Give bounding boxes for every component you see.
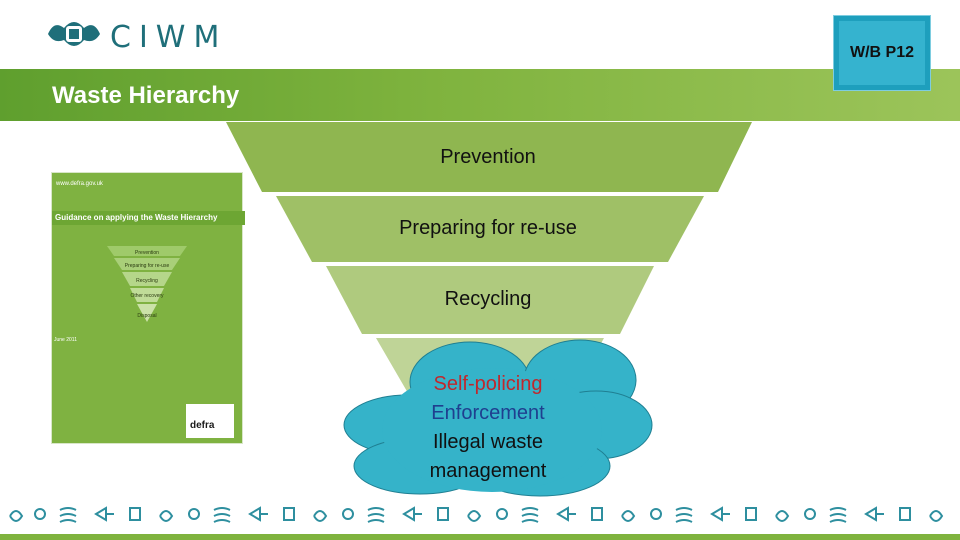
fish-icon — [558, 508, 576, 520]
cloud-line-management: management — [395, 457, 581, 486]
wave-icon — [368, 508, 384, 522]
footer-icons — [10, 508, 942, 522]
leaf-icon — [930, 511, 942, 521]
decorative-icon-band — [0, 494, 960, 540]
wave-icon — [214, 508, 230, 522]
sun-icon — [805, 509, 815, 519]
leaf-icon — [160, 511, 172, 521]
bin-icon — [130, 508, 140, 520]
bin-icon — [746, 508, 756, 520]
tier-prevention-label: Prevention — [338, 146, 638, 169]
sun-icon — [189, 509, 199, 519]
wave-icon — [60, 508, 76, 522]
leaf-icon — [314, 511, 326, 521]
wave-icon — [830, 508, 846, 522]
sun-icon — [35, 509, 45, 519]
wave-icon — [522, 508, 538, 522]
leaf-icon — [622, 511, 634, 521]
bin-icon — [592, 508, 602, 520]
fish-icon — [712, 508, 730, 520]
tier-recycling-label: Recycling — [338, 288, 638, 311]
sun-icon — [343, 509, 353, 519]
leaf-icon — [10, 511, 22, 521]
cloud-line-enforcement: Enforcement — [395, 399, 581, 428]
sun-icon — [497, 509, 507, 519]
fish-icon — [866, 508, 884, 520]
cloud-line-self-policing: Self-policing — [395, 370, 581, 399]
bin-icon — [284, 508, 294, 520]
cloud-line-illegal-waste: Illegal waste — [395, 428, 581, 457]
fish-icon — [250, 508, 268, 520]
bin-icon — [438, 508, 448, 520]
tier-reuse-label: Preparing for re-use — [338, 217, 638, 240]
leaf-icon — [468, 511, 480, 521]
sun-icon — [651, 509, 661, 519]
wave-icon — [676, 508, 692, 522]
fish-icon — [96, 508, 114, 520]
bin-icon — [900, 508, 910, 520]
fish-icon — [404, 508, 422, 520]
cloud-callout-text: Self-policing Enforcement Illegal waste … — [395, 370, 581, 486]
footer-green-strip — [0, 534, 960, 540]
leaf-icon — [776, 511, 788, 521]
